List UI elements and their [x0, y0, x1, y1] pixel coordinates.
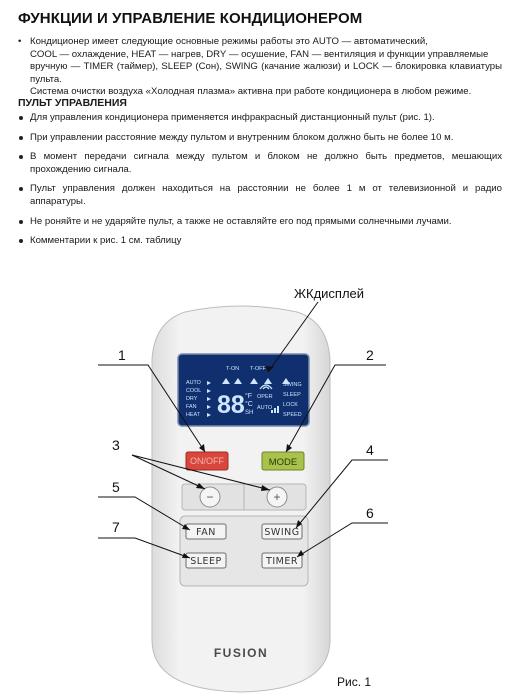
- lcd-mode-arrow-icon: [207, 381, 211, 385]
- lcd-arrow-icon: [250, 378, 258, 384]
- lcd-signal-icon: [259, 384, 273, 390]
- fan-button[interactable]: FAN: [185, 523, 227, 540]
- temp-minus-button[interactable]: −: [199, 486, 221, 508]
- swing-label: SWING: [264, 527, 299, 538]
- callout-5: 5: [112, 479, 120, 495]
- onoff-label: ON/OFF: [190, 456, 224, 466]
- lcd-fn-sleep: SLEEP: [283, 392, 301, 398]
- brand-logo: FUSION: [214, 646, 268, 660]
- lcd-mode-fan: FAN: [186, 404, 197, 410]
- intro-line-1: •Кондиционер имеет следующие основные ре…: [18, 36, 428, 47]
- lcd-speed-bar: [274, 408, 276, 413]
- sleep-button[interactable]: SLEEP: [185, 552, 227, 569]
- arrowhead-icon: [182, 524, 190, 530]
- temp-plus-button[interactable]: +: [266, 486, 288, 508]
- lcd-arrow-icon: [222, 378, 230, 384]
- callout-4: 4: [366, 442, 374, 458]
- lcd-unit-f: °F: [245, 392, 252, 400]
- lcd-mode-arrow-icon: [207, 413, 211, 417]
- callout-3: 3: [112, 437, 120, 453]
- lcd-mode-auto: AUTO: [186, 380, 201, 386]
- arrowhead-icon: [296, 520, 302, 528]
- callout-7: 7: [112, 519, 120, 535]
- leader-line-lcd: [267, 301, 319, 373]
- leader-line-7: [98, 537, 191, 559]
- leader-line-6: [296, 522, 388, 558]
- lcd-fn-lock: LOCK: [283, 402, 298, 408]
- callout-leader-lines: [98, 301, 388, 559]
- lcd-mode-arrows: [207, 381, 211, 417]
- lcd-fn-speed: SPEED: [283, 412, 302, 418]
- intro-line-2: COOL — охлаждение, HEAT — нагрев, DRY — …: [30, 48, 489, 60]
- page-title: ФУНКЦИИ И УПРАВЛЕНИЕ КОНДИЦИОНЕРОМ: [18, 10, 363, 27]
- arrowhead-icon: [265, 366, 274, 372]
- lcd-callout-label: ЖКдисплей: [294, 286, 364, 301]
- section-title: ПУЛЬТ УПРАВЛЕНИЯ: [18, 97, 127, 109]
- arrowhead-icon: [297, 550, 304, 557]
- lcd-auto: AUTO: [257, 405, 273, 411]
- lcd-fan-speed-bars: [271, 406, 279, 413]
- lcd-arrow-icon: [282, 378, 290, 384]
- onoff-button[interactable]: ON/OFF: [185, 451, 229, 471]
- lcd-oper: OPER: [257, 394, 273, 400]
- leader-arrowheads: [182, 366, 304, 558]
- intro-line-4: Система очистки воздуха «Холодная плазма…: [30, 86, 472, 98]
- lcd-mode-dry: DRY: [186, 396, 198, 402]
- figure-caption: Рис. 1: [337, 675, 371, 689]
- list-item: Комментарии к рис. 1 см. таблицу: [18, 235, 502, 248]
- minus-icon: −: [206, 490, 213, 504]
- lcd-mode-heat: HEAT: [186, 412, 201, 418]
- lcd-arrow-icon: [234, 378, 242, 384]
- leader-line-4: [295, 459, 388, 529]
- leader-line-1: [98, 364, 206, 453]
- remote-bullet-list: Для управления кондиционера применяется …: [18, 112, 502, 255]
- lcd-display: [177, 353, 310, 427]
- lcd-speed-bar: [277, 406, 279, 413]
- timer-label: TIMER: [265, 556, 298, 567]
- lcd-unit-c: °C: [245, 400, 253, 408]
- callout-2: 2: [366, 347, 374, 363]
- plus-icon: +: [273, 490, 280, 504]
- lcd-mode-cool: COOL: [186, 388, 201, 394]
- leader-line-2: [285, 364, 386, 453]
- mode-label: MODE: [269, 457, 298, 468]
- callout-6: 6: [366, 505, 374, 521]
- lcd-mode-arrow-icon: [207, 405, 211, 409]
- lcd-timer-on: T-ON: [226, 366, 239, 372]
- list-item: Для управления кондиционера применяется …: [18, 112, 502, 125]
- lcd-digits: 88: [217, 391, 245, 419]
- lcd-speed-bar: [271, 410, 273, 413]
- leader-line-3b: [131, 454, 271, 491]
- lcd-signal-icon: [262, 386, 270, 390]
- intro-line-3: вручную — TIMER (таймер), SLEEP (Сон), S…: [30, 61, 502, 85]
- arrowhead-icon: [261, 485, 270, 491]
- arrowhead-icon: [286, 444, 292, 452]
- lcd-arrows: [222, 378, 290, 384]
- arrowhead-icon: [199, 444, 205, 452]
- list-item: Не роняйте и не ударяйте пульт, а также …: [18, 216, 502, 229]
- lcd-extra-sh: SH: [245, 410, 253, 416]
- list-item: Пульт управления должен находиться на ра…: [18, 183, 502, 208]
- swing-button[interactable]: SWING: [261, 523, 303, 540]
- mode-button[interactable]: MODE: [261, 451, 305, 471]
- arrowhead-icon: [196, 483, 205, 489]
- lcd-mode-arrow-icon: [207, 389, 211, 393]
- leader-line-5: [98, 496, 191, 531]
- lcd-mode-arrow-icon: [207, 397, 211, 401]
- leader-line-3a: [131, 454, 206, 490]
- list-item: В момент передачи сигнала между пультом …: [18, 151, 502, 176]
- timer-button[interactable]: TIMER: [261, 552, 303, 569]
- lcd-arrow-icon: [264, 378, 272, 384]
- arrowhead-icon: [182, 553, 190, 558]
- fan-label: FAN: [196, 527, 216, 538]
- intro-paragraph: •Кондиционер имеет следующие основные ре…: [18, 36, 502, 99]
- list-item: При управлении расстояние между пультом …: [18, 132, 502, 145]
- sleep-label: SLEEP: [190, 556, 222, 567]
- lcd-fn-swing: SWING: [283, 382, 302, 388]
- lcd-timer-off: T-OFF: [250, 366, 267, 372]
- callout-1: 1: [118, 347, 126, 363]
